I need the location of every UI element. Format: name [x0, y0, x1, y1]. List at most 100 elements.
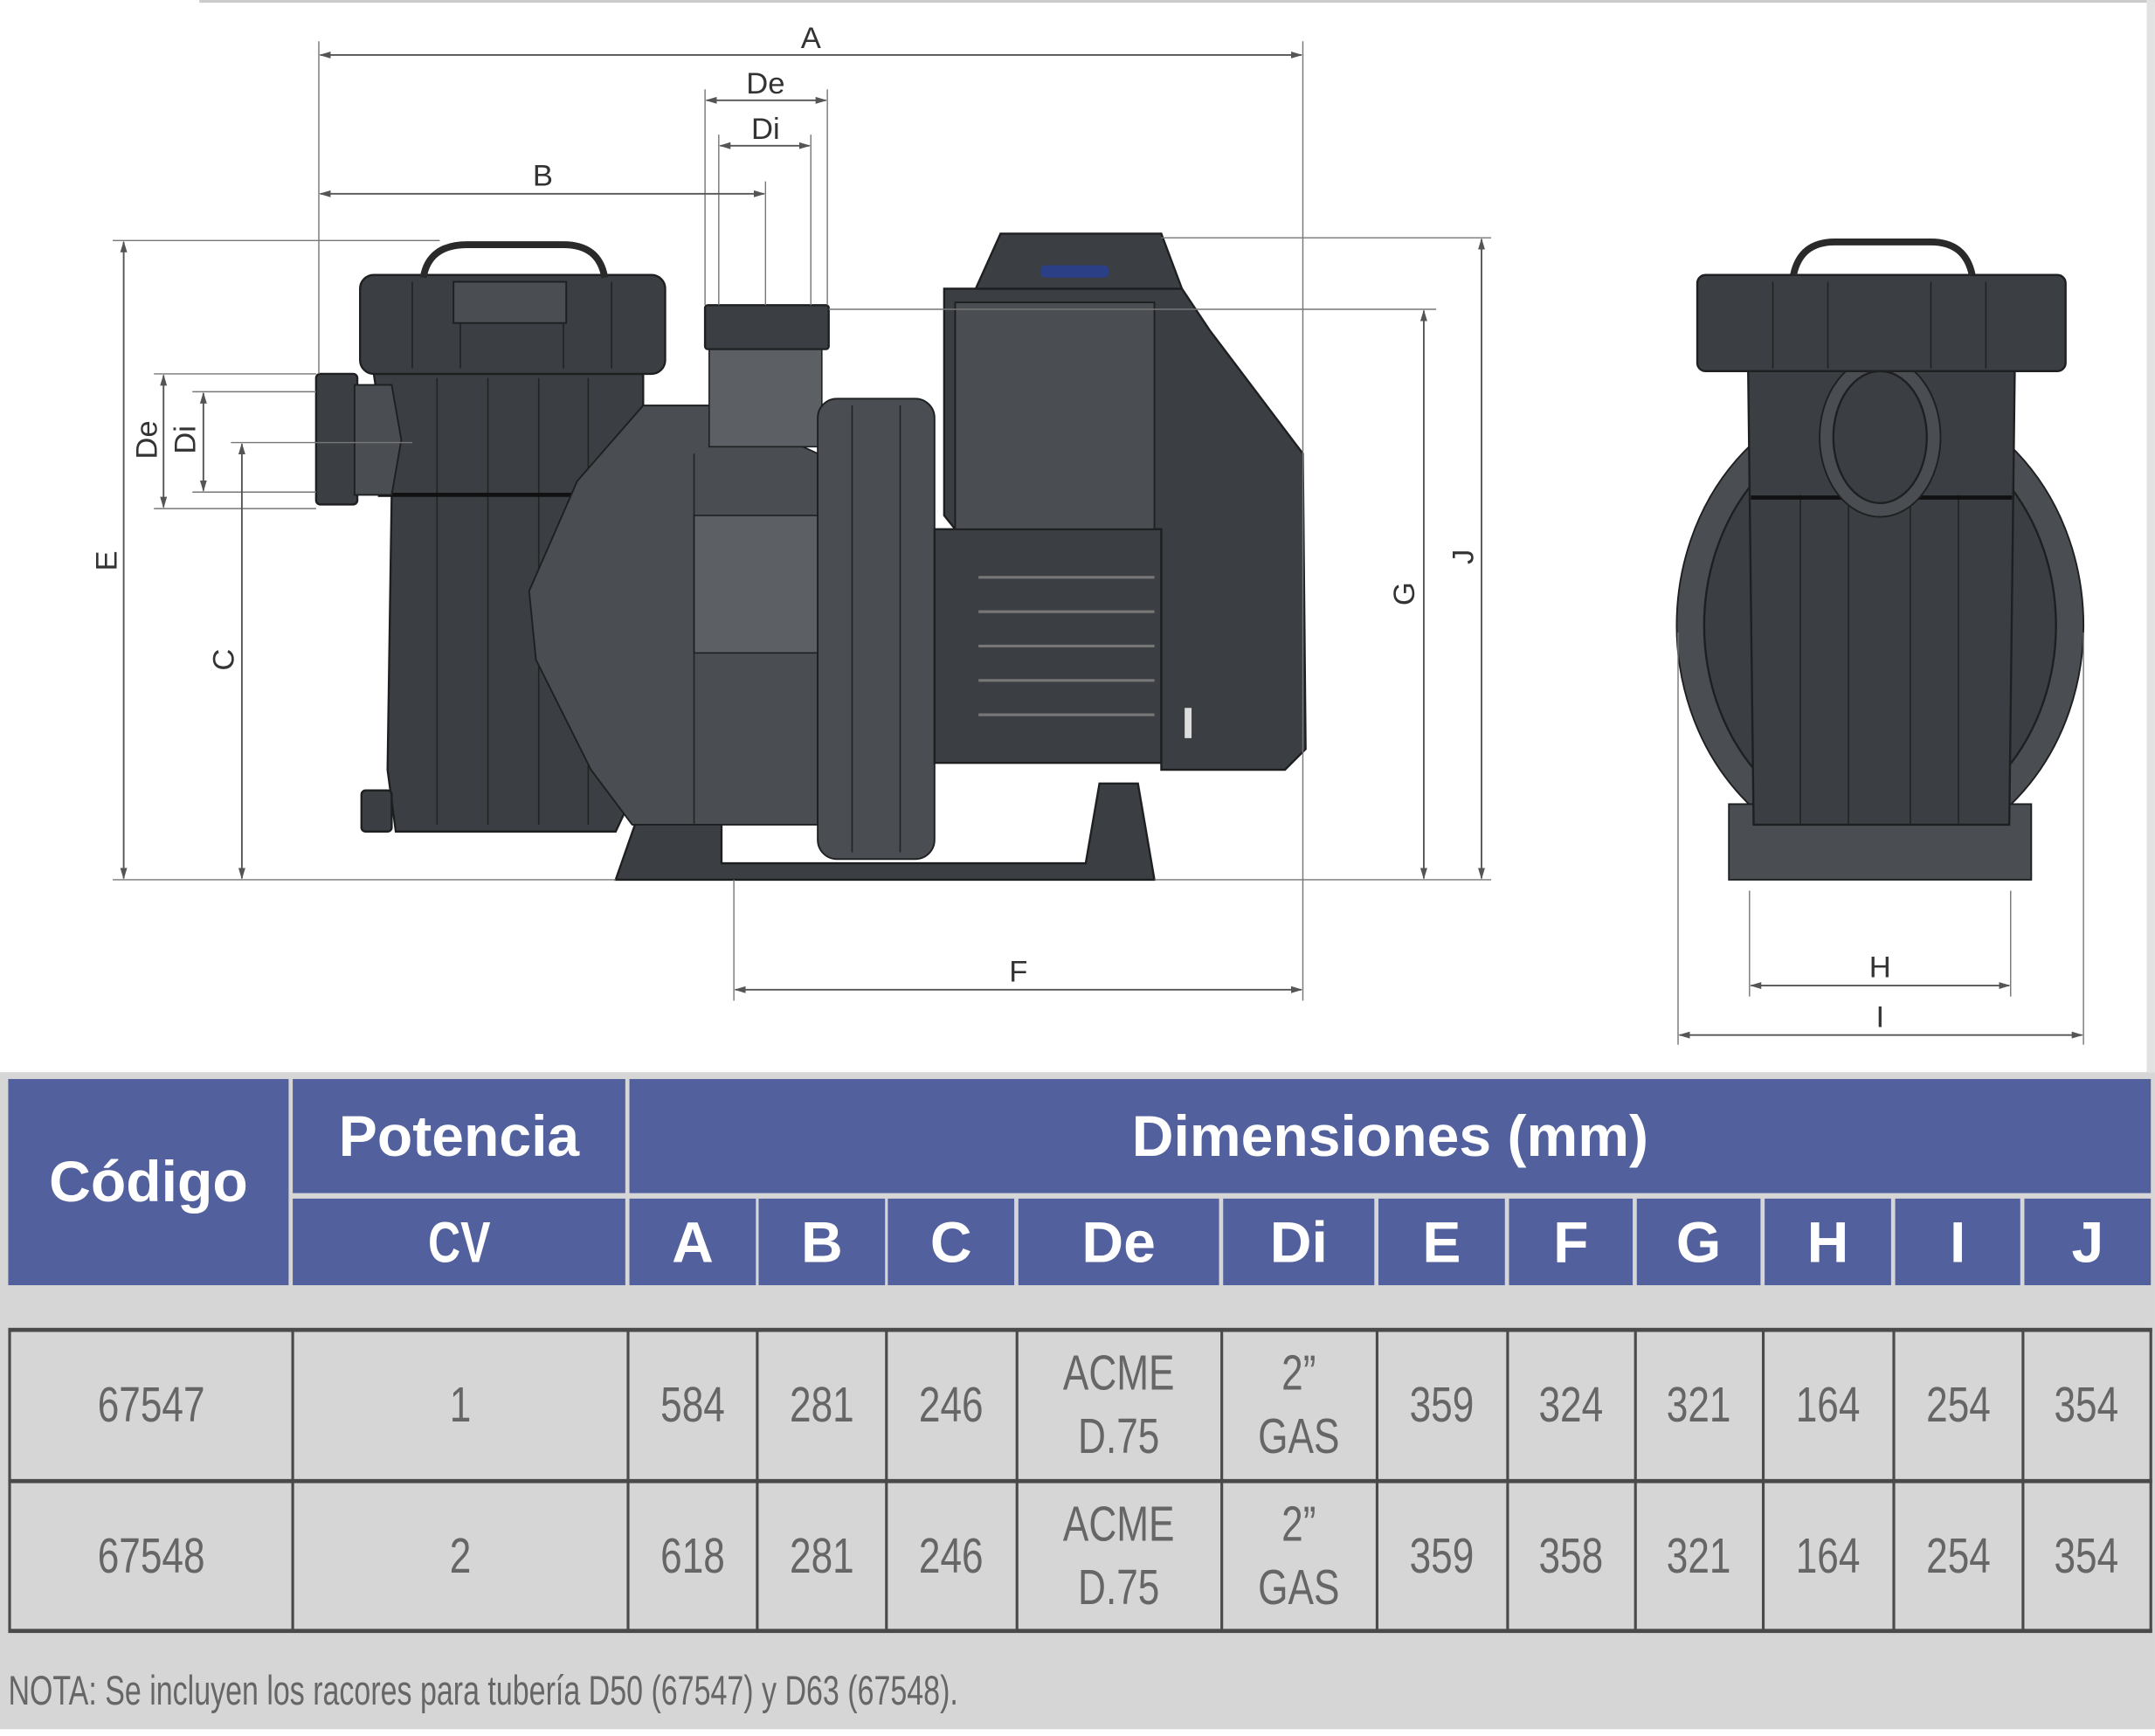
cell-g: 321 [1634, 1329, 1762, 1481]
cell-cv-value: 2 [450, 1526, 473, 1584]
cell-c-value: 246 [919, 1526, 984, 1584]
cell-b-value: 281 [790, 1375, 855, 1433]
cell-c: 246 [885, 1329, 1015, 1481]
header-dim-label: I [1949, 1208, 1966, 1274]
cell-codigo-value: 67547 [97, 1375, 205, 1433]
cell-h-value: 164 [1796, 1375, 1861, 1433]
cell-codigo-value: 67548 [97, 1526, 205, 1584]
pump-dimension-drawing: A De Di B E De Di C G J F H I [91, 22, 2085, 1045]
cell-de: ACME D.75 [1015, 1480, 1220, 1632]
cell-i: 254 [1892, 1329, 2021, 1481]
header-dim-label: C [929, 1208, 972, 1274]
cell-b: 281 [756, 1329, 886, 1481]
header-dim-g: G [1636, 1198, 1761, 1286]
header-dim-label: H [1806, 1208, 1849, 1274]
table-rule [8, 1629, 2152, 1634]
cell-di: 2”GAS [1220, 1480, 1376, 1632]
cell-f-value: 358 [1539, 1526, 1604, 1584]
header-dim-e: E [1378, 1198, 1505, 1286]
header-cv-label: CV [427, 1208, 491, 1274]
dimension-labels: A De Di B E De Di C G J F H I [91, 22, 1891, 1034]
cell-h-value: 164 [1796, 1526, 1861, 1584]
header-dim-label: A [672, 1208, 714, 1274]
strainer-lid [359, 273, 667, 376]
label-di-top: Di [751, 113, 780, 146]
cell-g-value: 321 [1667, 1526, 1732, 1584]
header-dim-label: B [800, 1208, 843, 1274]
lid-handle-icon [419, 241, 609, 279]
status-led-icon [1040, 265, 1109, 278]
header-dim-h: H [1765, 1198, 1891, 1286]
outlet-pipe [708, 342, 823, 448]
front-lid [1696, 273, 2067, 372]
cell-j-value: 354 [2055, 1526, 2119, 1584]
header-dim-b: B [758, 1198, 886, 1286]
header-dim-j: J [2024, 1198, 2152, 1286]
cell-a: 584 [626, 1329, 756, 1481]
label-g: G [1388, 582, 1421, 605]
cell-f: 324 [1506, 1329, 1634, 1481]
label-de-top: De [746, 67, 784, 100]
header-dim-label: De [1081, 1208, 1156, 1274]
label-b: B [533, 159, 553, 192]
front-lid-handle-icon [1790, 238, 1976, 276]
cell-g: 321 [1634, 1480, 1762, 1632]
label-j: J [1447, 550, 1481, 564]
inlet-port [314, 372, 359, 506]
label-h: H [1869, 951, 1891, 985]
header-dim-label: F [1553, 1208, 1589, 1274]
header-dim-di: Di [1223, 1198, 1375, 1286]
header-dimensiones: Dimensiones (mm) [629, 1079, 2152, 1193]
control-panel-cap [974, 232, 1184, 290]
cell-codigo: 67547 [8, 1329, 291, 1481]
header-dim-i: I [1895, 1198, 2020, 1286]
header-dimensiones-label: Dimensiones (mm) [1131, 1103, 1648, 1168]
cell-e: 359 [1375, 1329, 1506, 1481]
cell-a-value: 584 [660, 1375, 726, 1433]
label-di-left: Di [169, 425, 202, 454]
cell-cv: 2 [291, 1480, 628, 1632]
top-rule [199, 0, 2155, 3]
header-codigo-label: Código [49, 1149, 248, 1214]
cell-de-line: ACME [1063, 1495, 1176, 1553]
cell-a: 618 [626, 1480, 756, 1632]
cell-j: 354 [2021, 1329, 2152, 1481]
drain-plug [360, 789, 393, 833]
pump-front-view [1675, 238, 2085, 881]
header-dim-de: De [1018, 1198, 1219, 1286]
extension-lines [113, 41, 2084, 1045]
cell-di-line: GAS [1258, 1407, 1341, 1464]
cell-codigo: 67548 [8, 1480, 291, 1632]
cell-de-line: D.75 [1078, 1407, 1161, 1464]
cell-h: 164 [1761, 1480, 1892, 1632]
cell-j: 354 [2021, 1480, 2152, 1632]
cell-c-value: 246 [919, 1375, 984, 1433]
cell-i: 254 [1892, 1480, 2021, 1632]
cell-b-value: 281 [790, 1526, 855, 1584]
pump-flange [817, 398, 936, 861]
cell-e-value: 359 [1410, 1526, 1475, 1584]
cell-de-line: ACME [1063, 1344, 1176, 1401]
label-de-left: De [130, 420, 163, 459]
cell-f: 358 [1506, 1480, 1634, 1632]
right-edge-strip [2146, 0, 2155, 1073]
header-codigo: Código [8, 1079, 289, 1286]
header-potencia: Potencia [293, 1079, 625, 1193]
cell-cv: 1 [291, 1329, 628, 1481]
cell-de-line: D.75 [1078, 1559, 1161, 1615]
cell-g-value: 321 [1667, 1375, 1732, 1433]
label-f: F [1009, 955, 1027, 988]
label-c: C [207, 649, 240, 671]
cell-e-value: 359 [1410, 1375, 1475, 1433]
dimension-lines [120, 51, 2083, 1039]
header-dim-label: Di [1269, 1208, 1328, 1274]
header-dim-c: C [888, 1198, 1015, 1286]
header-dim-a: A [629, 1198, 756, 1286]
cell-di-line: 2” [1281, 1344, 1317, 1401]
cell-di-line: GAS [1258, 1559, 1341, 1615]
cell-h: 164 [1761, 1329, 1892, 1481]
pump-side-view [314, 232, 1307, 882]
cell-b: 281 [756, 1480, 886, 1632]
header-dim-label: E [1422, 1208, 1461, 1274]
